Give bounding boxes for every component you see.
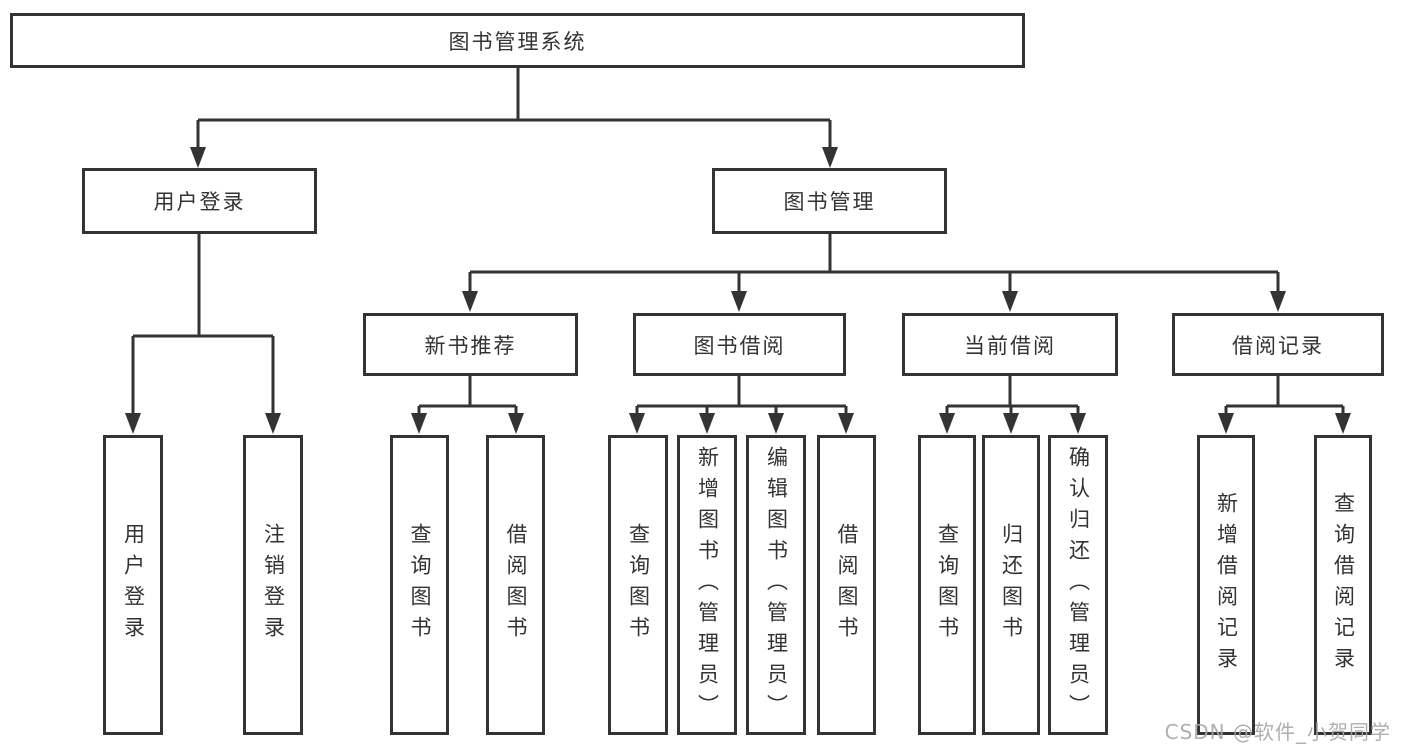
node-current-borrow: 当前借阅 [902, 313, 1118, 376]
node-current-borrow-label: 当前借阅 [964, 333, 1056, 358]
node-user-login-label: 用户登录 [153, 190, 246, 214]
leaf-confirm-return-admin: 确认归还（管理员） [1048, 435, 1108, 735]
leaf-edit-book-admin: 编辑图书（管理员） [746, 435, 806, 735]
leaf-add-borrow-record: 新增借阅记录 [1197, 435, 1255, 735]
leaf-borrow-book: 借阅图书 [817, 435, 876, 735]
leaf-borrow-book-recommend-label: 借阅图书 [504, 523, 528, 647]
root-label: 图书管理系统 [448, 29, 587, 54]
node-book-borrow-label: 图书借阅 [693, 333, 786, 358]
leaf-logout-label: 注销登录 [261, 523, 286, 647]
leaf-query-book-recommend: 查询图书 [390, 435, 449, 735]
node-new-book-recommend-label: 新书推荐 [424, 333, 517, 358]
node-book-management-label: 图书管理 [783, 190, 876, 214]
leaf-borrow-book-recommend: 借阅图书 [486, 435, 545, 735]
node-user-login: 用户登录 [82, 168, 317, 234]
leaf-add-book-admin-label: 新增图书（管理员） [695, 445, 720, 725]
connector-book-management [468, 233, 1280, 295]
arrowheads [125, 147, 1351, 434]
node-book-management: 图书管理 [712, 168, 947, 234]
leaf-user-login: 用户登录 [103, 435, 163, 735]
leaf-query-borrow-record: 查询借阅记录 [1314, 435, 1372, 735]
leaf-query-book-recommend-label: 查询图书 [408, 523, 432, 647]
leaf-query-book-current: 查询图书 [918, 435, 976, 735]
leaf-user-login-label: 用户登录 [121, 523, 146, 647]
leaf-query-borrow-record-label: 查询借阅记录 [1331, 492, 1356, 678]
connector-borrow-records [1224, 375, 1345, 416]
connector-root-stem [196, 68, 832, 150]
connector-book-borrow [635, 375, 848, 416]
csdn-watermark: CSDN @软件_小贺同学 [1164, 720, 1391, 744]
connector-new-book [417, 375, 518, 416]
root-box: 图书管理系统 [10, 13, 1025, 68]
node-new-book-recommend: 新书推荐 [363, 313, 578, 376]
leaf-query-book-current-label: 查询图书 [935, 523, 960, 647]
connector-user-login [131, 233, 275, 416]
leaf-confirm-return-admin-label: 确认归还（管理员） [1066, 445, 1091, 725]
leaf-return-book: 归还图书 [982, 435, 1040, 735]
connector-current-borrow [945, 375, 1080, 416]
leaf-query-book-borrow: 查询图书 [608, 435, 668, 735]
node-book-borrow: 图书借阅 [633, 313, 846, 376]
leaf-add-book-admin: 新增图书（管理员） [677, 435, 737, 735]
node-borrow-records: 借阅记录 [1172, 313, 1384, 376]
leaf-borrow-book-label: 借阅图书 [835, 523, 859, 647]
node-borrow-records-label: 借阅记录 [1232, 333, 1324, 358]
leaf-query-book-borrow-label: 查询图书 [626, 523, 651, 647]
leaf-logout: 注销登录 [243, 435, 303, 735]
leaf-return-book-label: 归还图书 [999, 523, 1024, 647]
leaf-edit-book-admin-label: 编辑图书（管理员） [764, 445, 789, 725]
leaf-add-borrow-record-label: 新增借阅记录 [1214, 492, 1239, 678]
